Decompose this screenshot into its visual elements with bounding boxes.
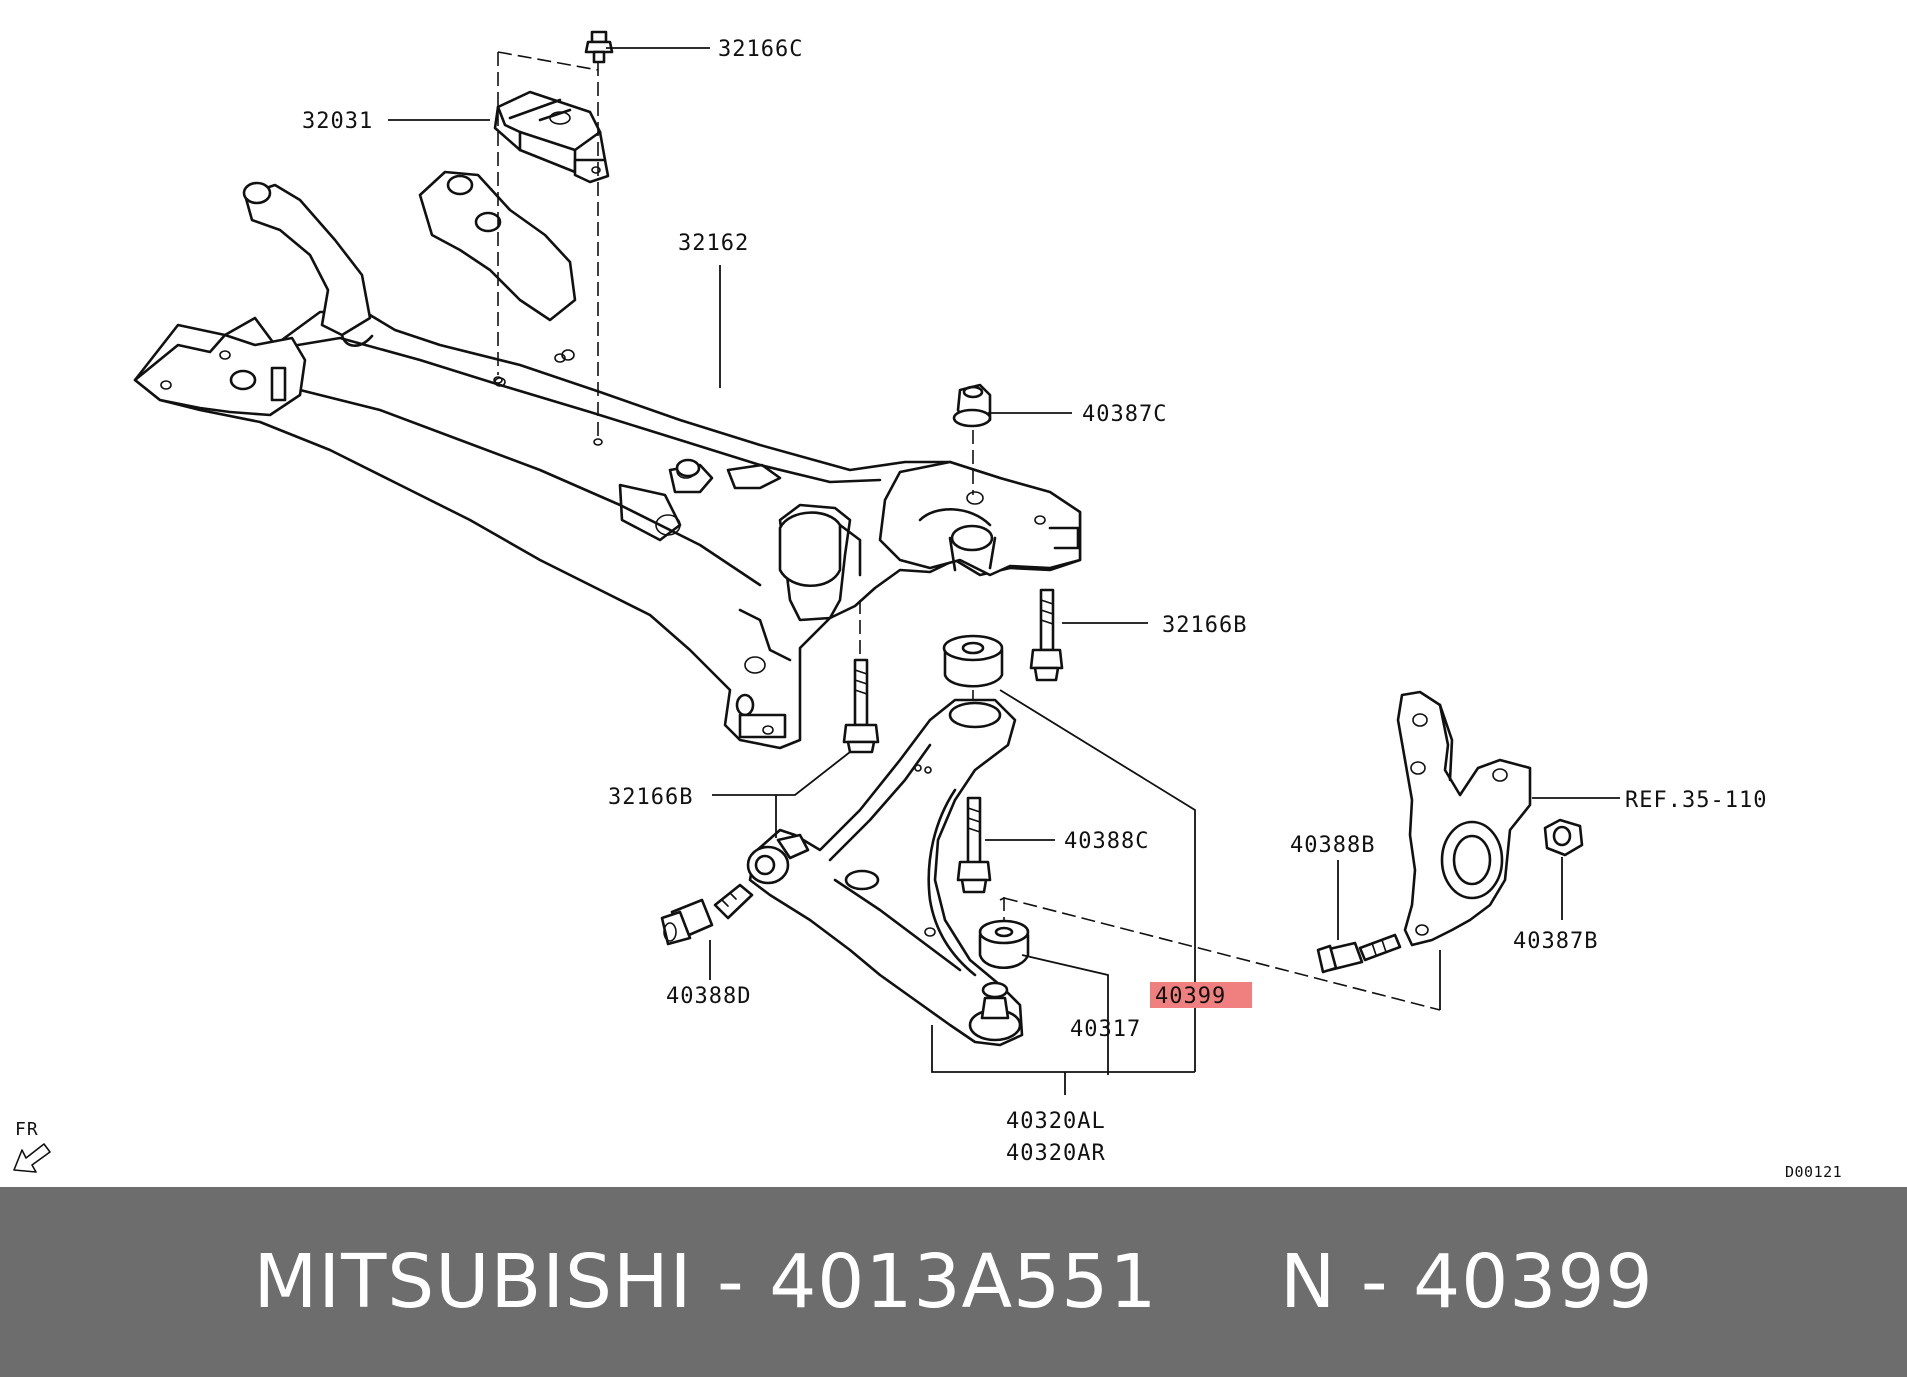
bracket-32031 [493,90,610,184]
crossmember [133,170,1082,750]
bushing-40317 [978,919,1030,969]
label-32166B-left: 32166B [608,785,693,810]
highlight-40399 [1150,982,1252,1008]
bolt-32166C [584,30,614,64]
label-40320AL: 40320AL [1006,1109,1106,1134]
lower-control-arm [746,698,1024,1047]
leader-lines [388,47,1620,1095]
bolt-32166B-right [1029,588,1064,682]
label-ref-35-110: REF.35-110 [1625,788,1767,813]
bolt-40388B [1316,933,1402,974]
footer-bar: MITSUBISHI - 4013A551 N - 40399 [0,1187,1907,1377]
footer-part-number: MITSUBISHI - 4013A551 N - 40399 [253,1239,1654,1325]
bushing-upper [942,634,1004,688]
nut-40387B [1543,818,1584,857]
label-40387B: 40387B [1513,929,1598,954]
label-40388D: 40388D [666,984,751,1009]
nut-40387C [952,383,992,428]
label-40320AR: 40320AR [1006,1141,1106,1166]
label-40317: 40317 [1070,1017,1141,1042]
front-arrow-icon [13,1143,51,1173]
bolt-32166B-left [842,658,880,754]
label-40387C: 40387C [1082,402,1167,427]
label-40388C: 40388C [1064,829,1149,854]
label-32166C: 32166C [718,37,803,62]
label-32166B-right: 32166B [1162,613,1247,638]
bolt-40388D [660,883,754,946]
parts-diagram: 32166C 32031 32162 40387C 32166B 32166B … [13,30,1842,1181]
label-fr: FR [15,1119,39,1140]
diagram-code: D00121 [1785,1163,1842,1181]
bolt-40388C [956,796,992,894]
label-40399: 40399 [1155,984,1226,1009]
knuckle [1396,690,1532,947]
label-32162: 32162 [678,231,749,256]
label-32031: 32031 [302,109,373,134]
label-40388B: 40388B [1290,833,1375,858]
